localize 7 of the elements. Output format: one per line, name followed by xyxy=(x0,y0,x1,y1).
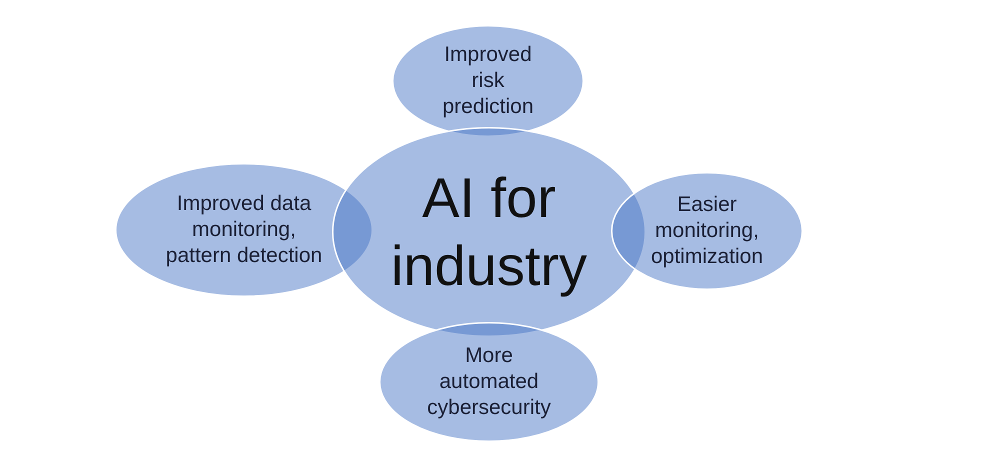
node-label: Improved risk prediction xyxy=(441,42,535,120)
topic-ellipse xyxy=(611,172,803,290)
node-label: More automated cybersecurity xyxy=(426,343,552,421)
node-label: Easier monitoring, optimization xyxy=(650,192,764,270)
title-label: AI for industry xyxy=(390,165,588,299)
topic-ellipse xyxy=(379,322,599,442)
node-label: Improved data monitoring, pattern detection xyxy=(164,191,324,269)
